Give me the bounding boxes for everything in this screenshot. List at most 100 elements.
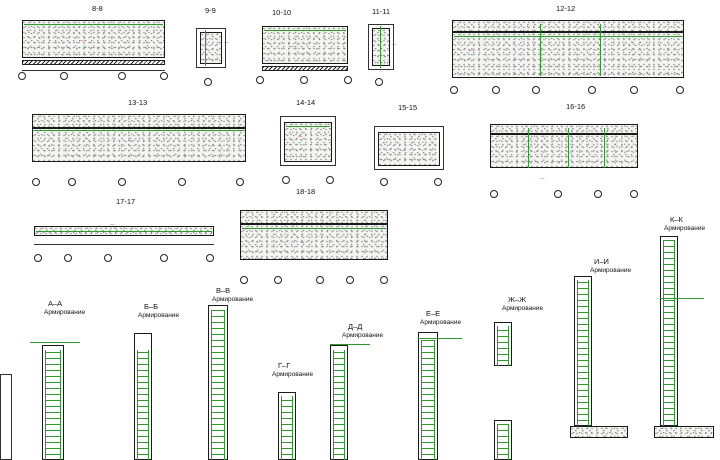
- section-15-15-annotation: —: [400, 148, 405, 153]
- section-10-10-concrete: [262, 26, 348, 64]
- section-13-13-annotation: —: [128, 138, 133, 143]
- section-8-8-axis-3: [118, 72, 126, 80]
- section-18-18-axis-1: [240, 276, 248, 284]
- section-15-15-frame: [374, 126, 444, 170]
- detail-D-D-slab-rebar: [330, 344, 370, 345]
- section-17-17-axis-3: [104, 254, 112, 262]
- detail-K-K-slab-rebar: [660, 298, 704, 299]
- section-16-16-rebar-1: [528, 128, 529, 168]
- detail-subtitle-A-A: Армирование: [44, 309, 86, 316]
- section-8-8-axis-1: [18, 72, 26, 80]
- section-17-17-axis-4: [160, 254, 168, 262]
- section-title-16-16: 16-16: [566, 102, 586, 111]
- section-13-13-axis-5: [236, 178, 244, 186]
- detail-title-G-G: Г–Г: [278, 361, 291, 370]
- detail-Zh-Zh-rebar-lower: [497, 424, 509, 460]
- detail-Zh-Zh-rebar-upper: [497, 326, 509, 366]
- section-13-13-rebar-top: [34, 130, 244, 131]
- section-12-12-concrete: [452, 32, 684, 78]
- section-12-12-rebar-1: [540, 24, 541, 76]
- section-13-13-axis-3: [118, 178, 126, 186]
- section-17-17-annotation: —: [110, 222, 115, 227]
- section-11-11-frame: [368, 24, 394, 70]
- detail-subtitle-D-D: Армирование: [342, 332, 384, 339]
- section-11-11-axis: [375, 78, 383, 86]
- detail-D-D-rebar-cage: [333, 350, 345, 460]
- detail-subtitle-B-B: Армирование: [138, 312, 180, 319]
- section-14-14-frame: [280, 116, 336, 166]
- section-14-14-concrete: [284, 122, 332, 162]
- section-13-13-axis-1: [32, 178, 40, 186]
- section-16-16-axis-3: [594, 190, 602, 198]
- detail-title-V-V: В–В: [216, 286, 231, 295]
- detail-title-E-E: Е–Е: [426, 309, 441, 318]
- section-14-14-rebar: [286, 126, 330, 127]
- section-15-15-axis-2: [434, 178, 442, 186]
- section-12-12-axis-3: [532, 86, 540, 94]
- section-13-13-axis-2: [68, 178, 76, 186]
- section-12-12-rebar-top: [454, 36, 682, 37]
- section-8-8-dimension: [22, 70, 165, 71]
- section-16-16-rebar-2: [568, 128, 569, 168]
- section-16-16-annotation: —: [540, 176, 545, 181]
- section-18-18-annotation: —: [300, 240, 305, 245]
- section-18-18-axis-4: [346, 276, 354, 284]
- section-16-16-axis-2: [554, 190, 562, 198]
- detail-subtitle-G-G: Армирование: [272, 371, 314, 378]
- section-13-13-concrete: [32, 128, 246, 162]
- detail-subtitle-Zh-Zh: Армирование: [502, 305, 544, 312]
- detail-E-E-slab-rebar: [418, 338, 462, 339]
- section-10-10-axis-2: [300, 76, 308, 84]
- section-17-17-axis-5: [206, 254, 214, 262]
- detail-B-B-rebar-cage: [137, 350, 149, 460]
- section-11-11-concrete: [372, 28, 390, 66]
- section-title-18-18: 18-18: [296, 187, 316, 196]
- section-10-10-rebar-top: [264, 30, 346, 31]
- section-12-12-axis-2: [492, 86, 500, 94]
- section-title-8-8: 8-8: [92, 4, 103, 13]
- section-14-14-axis-2: [326, 176, 334, 184]
- section-9-9-frame: [196, 28, 226, 68]
- section-18-18-axis-3: [316, 276, 324, 284]
- detail-A-A-rebar-cage: [45, 350, 61, 460]
- section-12-12-slab-top: [452, 20, 684, 32]
- section-title-15-15: 15-15: [398, 103, 418, 112]
- section-10-10-axis-3: [344, 76, 352, 84]
- detail-subtitle-I-I: Армирование: [590, 267, 632, 274]
- section-8-8-annotation: —: [80, 38, 85, 43]
- section-8-8-rebar-top: [24, 24, 163, 25]
- section-18-18-slab-top: [240, 210, 388, 224]
- section-8-8-axis-4: [160, 72, 168, 80]
- section-title-17-17: 17-17: [116, 197, 136, 206]
- detail-title-D-D: Д–Д: [348, 322, 363, 331]
- detail-title-Zh-Zh: Ж–Ж: [508, 295, 527, 304]
- section-11-11-rebar: [380, 26, 381, 68]
- section-16-16-axis-1: [490, 190, 498, 198]
- section-18-18-concrete: [240, 224, 388, 260]
- section-18-18-rebar: [242, 228, 386, 229]
- section-title-9-9: 9-9: [205, 6, 216, 15]
- section-8-8-axis-2: [60, 72, 68, 80]
- detail-A-A-slab-rebar: [30, 342, 80, 343]
- detail-title-K-K: К–К: [670, 215, 683, 224]
- section-12-12-axis-5: [630, 86, 638, 94]
- section-16-16-concrete: [490, 134, 638, 168]
- section-18-18-axis-2: [274, 276, 282, 284]
- detail-V-V-rebar-cage: [211, 310, 225, 460]
- section-9-9-annotation: —: [224, 40, 229, 45]
- section-10-10-annotation: —: [290, 44, 295, 49]
- detail-I-I-footing: [570, 426, 628, 438]
- section-16-16-slab-top: [490, 124, 638, 134]
- section-15-15-axis-1: [380, 178, 388, 186]
- section-title-14-14: 14-14: [296, 98, 316, 107]
- section-13-13-axis-4: [178, 178, 186, 186]
- section-title-13-13: 13-13: [128, 98, 148, 107]
- section-12-12-axis-4: [588, 86, 596, 94]
- section-15-15-concrete: [378, 132, 440, 166]
- detail-subtitle-V-V: Армирование: [212, 296, 254, 303]
- detail-E-E-rebar-cage: [421, 340, 435, 460]
- section-10-10-axis-1: [256, 76, 264, 84]
- section-18-18-axis-5: [380, 276, 388, 284]
- section-17-17-rebar: [36, 231, 212, 232]
